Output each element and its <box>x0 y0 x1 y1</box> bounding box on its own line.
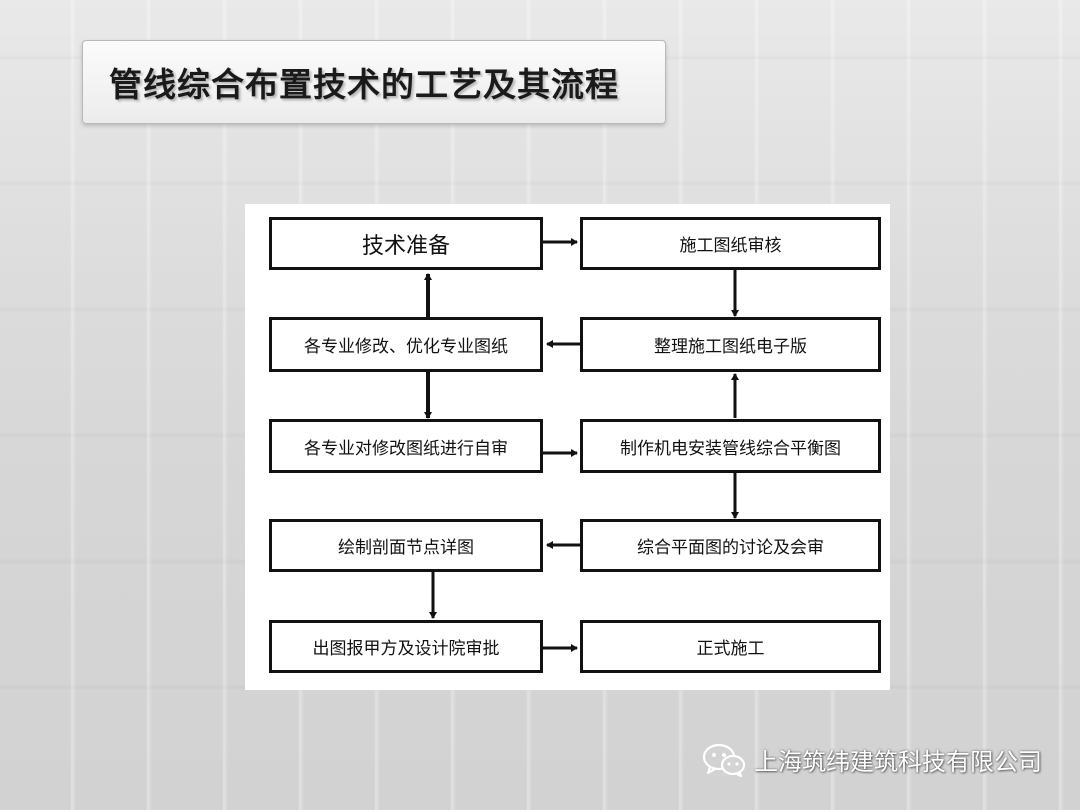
node-construction: 正式施工 <box>580 620 881 673</box>
node-drawing-review-label: 施工图纸审核 <box>679 236 782 256</box>
node-electronic-version-label: 整理施工图纸电子版 <box>654 337 807 357</box>
node-plan-discussion: 综合平面图的讨论及会审 <box>580 519 881 572</box>
node-construction-label: 正式施工 <box>696 639 765 659</box>
node-self-review-label: 各专业对修改图纸进行自审 <box>304 438 508 459</box>
company-name: 上海筑纬建筑科技有限公司 <box>754 748 1042 776</box>
node-drawing-review: 施工图纸审核 <box>580 217 881 270</box>
node-section-detail-label: 绘制剖面节点详图 <box>338 538 474 558</box>
node-modify-optimize-label: 各专业修改、优化专业图纸 <box>304 337 508 357</box>
watermark: 上海筑纬建筑科技有限公司 <box>702 742 1042 777</box>
node-section-detail: 绘制剖面节点详图 <box>269 519 543 572</box>
node-electronic-version: 整理施工图纸电子版 <box>580 317 881 372</box>
node-tech-prep: 技术准备 <box>269 217 543 270</box>
wechat-icon <box>702 743 746 777</box>
node-self-review: 各专业对修改图纸进行自审 <box>269 419 543 473</box>
node-tech-prep-label: 技术准备 <box>361 233 450 259</box>
node-mep-plan: 制作机电安装管线综合平衡图 <box>580 419 881 473</box>
flowchart: 技术准备 施工图纸审核 各专业修改、优化专业图纸 整理施工图纸电子版 各专业对修… <box>245 204 890 690</box>
page-title: 管线综合布置技术的工艺及其流程 <box>109 65 619 104</box>
node-mep-plan-label: 制作机电安装管线综合平衡图 <box>620 438 841 459</box>
node-submit-approval-label: 出图报甲方及设计院审批 <box>312 639 500 659</box>
node-modify-optimize: 各专业修改、优化专业图纸 <box>269 317 543 372</box>
node-submit-approval: 出图报甲方及设计院审批 <box>269 620 543 673</box>
node-plan-discussion-label: 综合平面图的讨论及会审 <box>637 538 824 558</box>
flowchart-arrows <box>424 238 739 652</box>
title-banner: 管线综合布置技术的工艺及其流程 <box>82 40 666 124</box>
